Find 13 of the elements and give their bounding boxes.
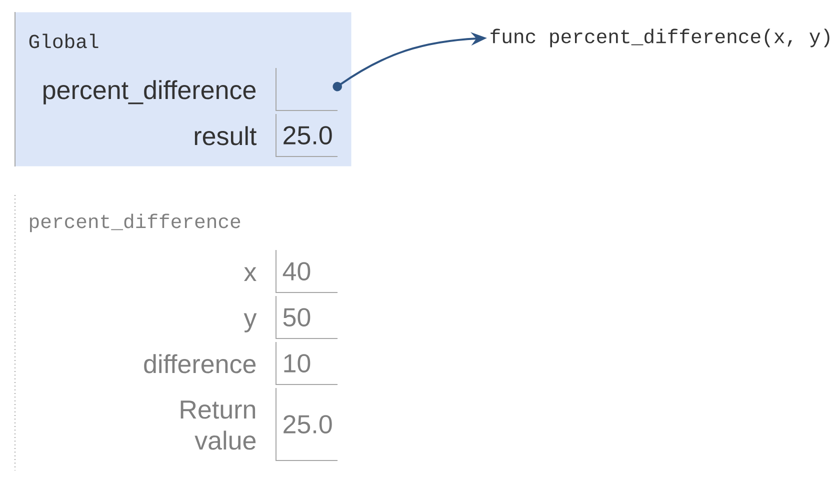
value-cell: 40: [276, 250, 338, 294]
variable-name: difference: [144, 354, 256, 374]
value-cell: 50: [276, 296, 338, 340]
variable-name: percent_difference: [44, 80, 256, 104]
value-cell: 25.0: [276, 114, 338, 158]
value-cell: 25.0: [276, 388, 338, 462]
variable-name: x: [244, 267, 256, 281]
variable-name: Return value: [180, 400, 256, 450]
variable-name: result: [194, 126, 257, 146]
variable-name: y: [244, 313, 257, 332]
value-cell: [276, 68, 338, 112]
function-label: func percent_difference(x, y): [490, 28, 830, 48]
value-cell: 10: [276, 342, 338, 386]
